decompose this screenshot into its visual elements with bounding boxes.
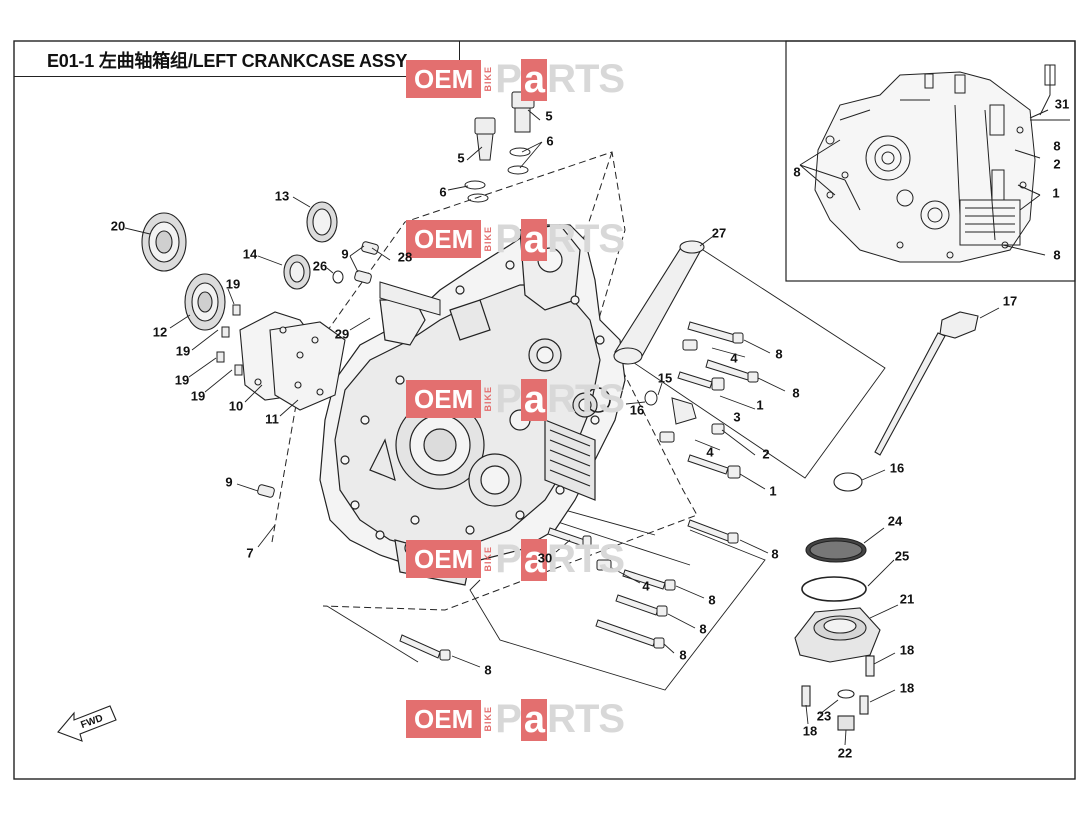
callout-29: 29 [334,326,350,342]
callout-17: 17 [1002,293,1018,309]
callout-5: 5 [457,150,465,166]
oil-strainer-group [794,537,881,731]
callout-4: 4 [730,350,738,366]
callout-31: 31 [1054,96,1070,112]
callout-27: 27 [711,225,727,241]
callout-4: 4 [642,578,650,594]
fasteners [216,91,535,498]
callout-25: 25 [894,548,910,564]
callout-8: 8 [793,164,801,180]
callout-8: 8 [775,346,783,362]
fwd-arrow [57,705,117,742]
callout-15: 15 [657,370,673,386]
callout-1: 1 [1052,185,1060,201]
callout-1: 1 [769,483,777,499]
callout-1: 1 [756,397,764,413]
callout-6: 6 [546,133,554,149]
dipstick [833,311,979,492]
callout-5: 5 [545,108,553,124]
callout-8: 8 [679,647,687,663]
callout-7: 7 [246,545,254,561]
callout-19: 19 [175,343,191,359]
oil-filler-tube [613,240,705,365]
callout-16: 16 [889,460,905,476]
callout-16: 16 [629,402,645,418]
callout-18: 18 [899,680,915,696]
callout-6: 6 [439,184,447,200]
callout-22: 22 [837,745,853,761]
leader-lines [124,109,1000,746]
callout-11: 11 [265,411,279,427]
callout-8: 8 [771,546,779,562]
inset-frame [785,40,1076,282]
callout-19: 19 [225,276,241,292]
callout-2: 2 [762,446,770,462]
callout-13: 13 [274,188,290,204]
callout-28: 28 [397,249,413,265]
callout-8: 8 [708,592,716,608]
diagram-frame [13,40,1076,780]
callout-23: 23 [816,708,832,724]
callout-2: 2 [1053,156,1061,172]
callout-3: 3 [733,409,741,425]
callout-4: 4 [706,444,714,460]
callout-19: 19 [174,372,190,388]
callout-12: 12 [152,324,168,340]
callout-26: 26 [312,258,328,274]
callout-10: 10 [228,398,244,414]
callout-19: 19 [190,388,206,404]
callout-18: 18 [802,723,818,739]
callout-18: 18 [899,642,915,658]
callout-8: 8 [1053,138,1061,154]
callout-8: 8 [484,662,492,678]
diagram-title: E01-1 左曲轴箱组/LEFT CRANKCASE ASSY [47,51,408,71]
callout-8: 8 [1053,247,1061,263]
callout-24: 24 [887,513,903,529]
callout-21: 21 [899,591,915,607]
callout-30: 30 [537,550,553,566]
long-bolts [399,321,759,661]
callout-14: 14 [242,246,258,262]
bearings [141,201,338,331]
callout-9: 9 [341,246,349,262]
inset-engine-view [799,64,1070,263]
callout-20: 20 [110,218,126,234]
callout-8: 8 [792,385,800,401]
callout-9: 9 [225,474,233,490]
cover-plates [239,311,346,411]
title-box [14,41,460,77]
callout-8: 8 [699,621,707,637]
